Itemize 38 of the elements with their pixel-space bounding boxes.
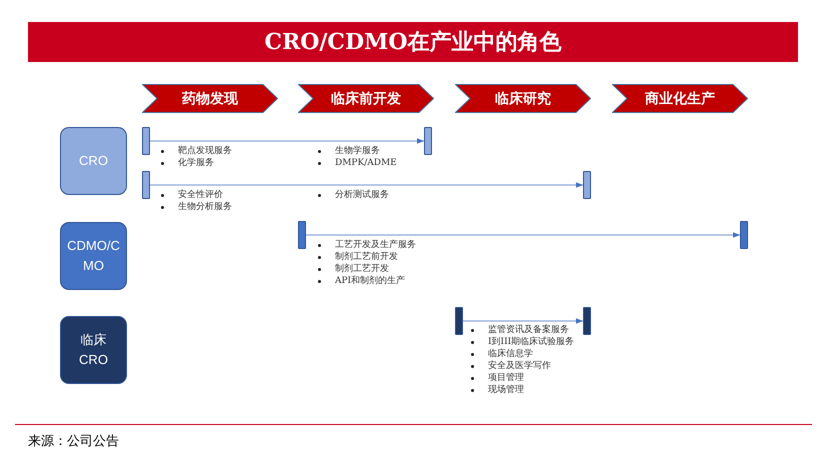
list-item-text: 化学服务 [178, 158, 214, 169]
list-item-text: 监管资讯及备案服务 [488, 325, 569, 336]
list-item-text: DMPK/ADME [335, 158, 397, 169]
stage-banner: 临床前开发 [298, 84, 434, 113]
list-item-text: 项目管理 [488, 373, 524, 384]
stage-banner: 药物发现 [142, 84, 278, 113]
list-item-text: 安全性评价 [178, 190, 223, 201]
list-item-text: 生物分析服务 [178, 202, 232, 213]
arrow [306, 232, 740, 238]
arrow [150, 138, 424, 144]
list-item-text: I到III期临床试验服务 [488, 337, 574, 348]
arrow [463, 318, 583, 324]
list-item-text: 生物学服务 [335, 146, 380, 157]
list-item-text: 制剂工艺前开发 [335, 252, 398, 263]
stage-banner: 临床研究 [455, 84, 591, 113]
span-bar [142, 171, 150, 199]
span-bar [298, 221, 306, 249]
span-bar [424, 127, 432, 155]
span-bar [142, 127, 150, 155]
list-item-text: 工艺开发及生产服务 [335, 240, 416, 251]
span-bar [455, 307, 463, 335]
role-box: CDMO/CMO [60, 222, 127, 290]
title-banner: CRO/CDMO在产业中的角色 [28, 22, 798, 62]
list-item-text: 制剂工艺开发 [335, 264, 389, 275]
list-item-text: 现场管理 [488, 385, 524, 396]
source-note: 来源：公司公告 [28, 433, 119, 450]
span-bar [740, 221, 748, 249]
list-item-text: API和制剂的生产 [335, 276, 406, 287]
list-item-text: 分析测试服务 [335, 190, 389, 201]
list-item-text: 临床信息学 [488, 349, 533, 360]
span-bar [583, 171, 591, 199]
list-item-text: 安全及医学写作 [488, 361, 551, 372]
span-bar [583, 307, 591, 335]
stage-banner: 商业化生产 [612, 84, 748, 113]
list-item-text: 靶点发现服务 [178, 146, 232, 157]
role-box: 临床CRO [60, 316, 127, 384]
arrow [150, 182, 583, 188]
role-box: CRO [60, 127, 127, 195]
